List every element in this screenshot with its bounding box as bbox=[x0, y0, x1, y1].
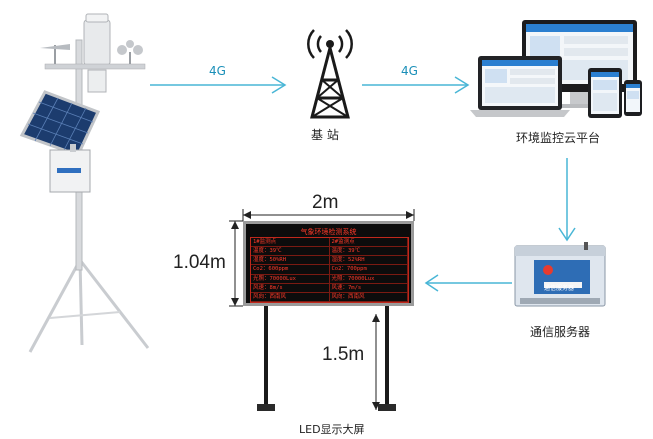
led-screen-label: LED显示大屏 bbox=[299, 423, 365, 436]
led-cell: Co2：600ppm bbox=[251, 265, 330, 275]
led-cell: 风向：西南风 bbox=[329, 292, 408, 302]
led-cell: Co2：700ppm bbox=[329, 265, 408, 275]
led-title: 气象环境检测系统 bbox=[300, 228, 357, 236]
monitoring-devices-illustration bbox=[470, 20, 642, 118]
comm-server-device bbox=[514, 242, 606, 307]
led-cell: 湿度：50%RH bbox=[251, 256, 330, 266]
led-left-foot bbox=[257, 404, 275, 411]
base-station-label: 基 站 bbox=[311, 128, 339, 142]
led-cell: 光照：70000Lux bbox=[329, 274, 408, 284]
comm-server-device-label: 通信服务器 bbox=[544, 285, 575, 292]
led-cell: 温度：39℃ bbox=[251, 247, 330, 257]
led-right-foot bbox=[378, 404, 396, 411]
dimension-width-label: 2m bbox=[312, 192, 339, 213]
antenna-tower-icon bbox=[307, 29, 353, 119]
led-cell: 风速：8m/s bbox=[251, 283, 330, 293]
comm-server-label: 通信服务器 bbox=[530, 325, 591, 339]
led-cell: 风向：西南风 bbox=[251, 292, 330, 302]
link1-label: 4G bbox=[209, 64, 226, 78]
cloud-platform-label: 环境监控云平台 bbox=[516, 131, 601, 145]
led-cell: 湿度：52%RH bbox=[329, 256, 408, 266]
led-cell: 温度：39℃ bbox=[329, 247, 408, 257]
led-cell: 光照：70000Lux bbox=[251, 274, 330, 284]
link2-label: 4G bbox=[401, 64, 418, 78]
led-right-pole bbox=[385, 306, 389, 408]
dimension-height-label: 1.04m bbox=[173, 252, 226, 273]
led-cell: 2#监测点 bbox=[329, 238, 408, 248]
led-cell: 风速：7m/s bbox=[329, 283, 408, 293]
led-cell: 1#监测点 bbox=[251, 238, 330, 248]
dimension-pole-label: 1.5m bbox=[322, 344, 365, 365]
led-data-grid: 1#监测点 2#监测点 温度：39℃ 温度：39℃ 湿度：50%RH 湿度：52… bbox=[250, 237, 409, 303]
led-display-board: 气象环境检测系统 1#监测点 2#监测点 温度：39℃ 温度：39℃ 湿度：50… bbox=[243, 221, 414, 306]
weather-station-illustration bbox=[19, 13, 150, 353]
led-left-pole bbox=[264, 306, 268, 408]
